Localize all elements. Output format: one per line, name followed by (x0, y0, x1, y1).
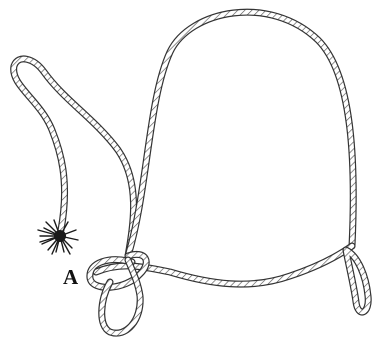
left-rope-end (14, 59, 134, 256)
main-loop (128, 12, 353, 256)
figure-label: A (63, 267, 78, 288)
right-small-loop (346, 250, 368, 312)
frayed-tuft (38, 220, 78, 254)
